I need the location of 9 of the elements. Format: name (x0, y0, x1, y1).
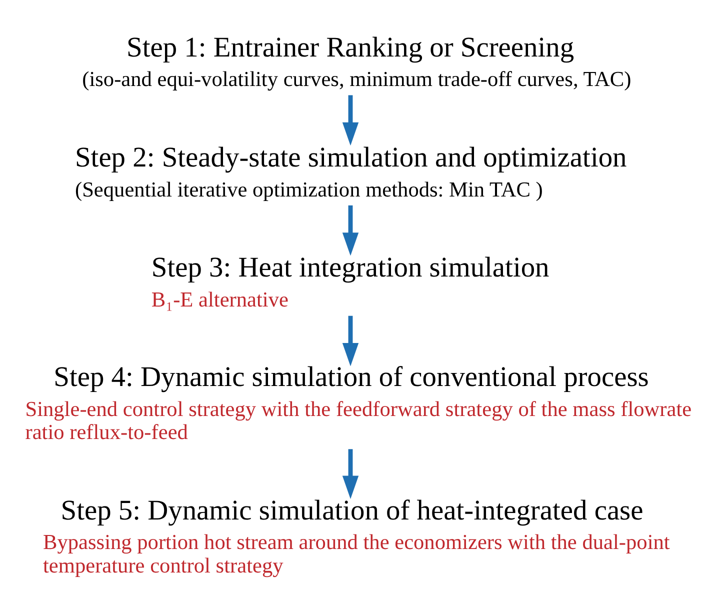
node-text: Step 3: Heat integration simulation B₁-E alternative (151, 252, 550, 312)
node-text: Step 2: Steady-state simulation and optimization (Sequential iterative optimization methods: Min TAC ) (75, 142, 627, 202)
arrow (342, 316, 359, 366)
node-text: Step 5: Dynamic simulation of heat-integrated case Bypassing portion hot stream around the economizers with the dual-point temperature control strategy (43, 495, 670, 578)
node-text: Step 4: Dynamic simulation of conventional process Single-end control strategy with the feedforward strategy of the mass flowrate ratio reflux-to-feed (25, 362, 692, 444)
arrow (342, 449, 359, 499)
node-text: Step 1: Entrainer Ranking or Screening (iso-and equi-volatility curves, minimum trade-off curves, TAC) (82, 32, 632, 92)
arrow (342, 95, 359, 146)
arrow (342, 205, 359, 256)
